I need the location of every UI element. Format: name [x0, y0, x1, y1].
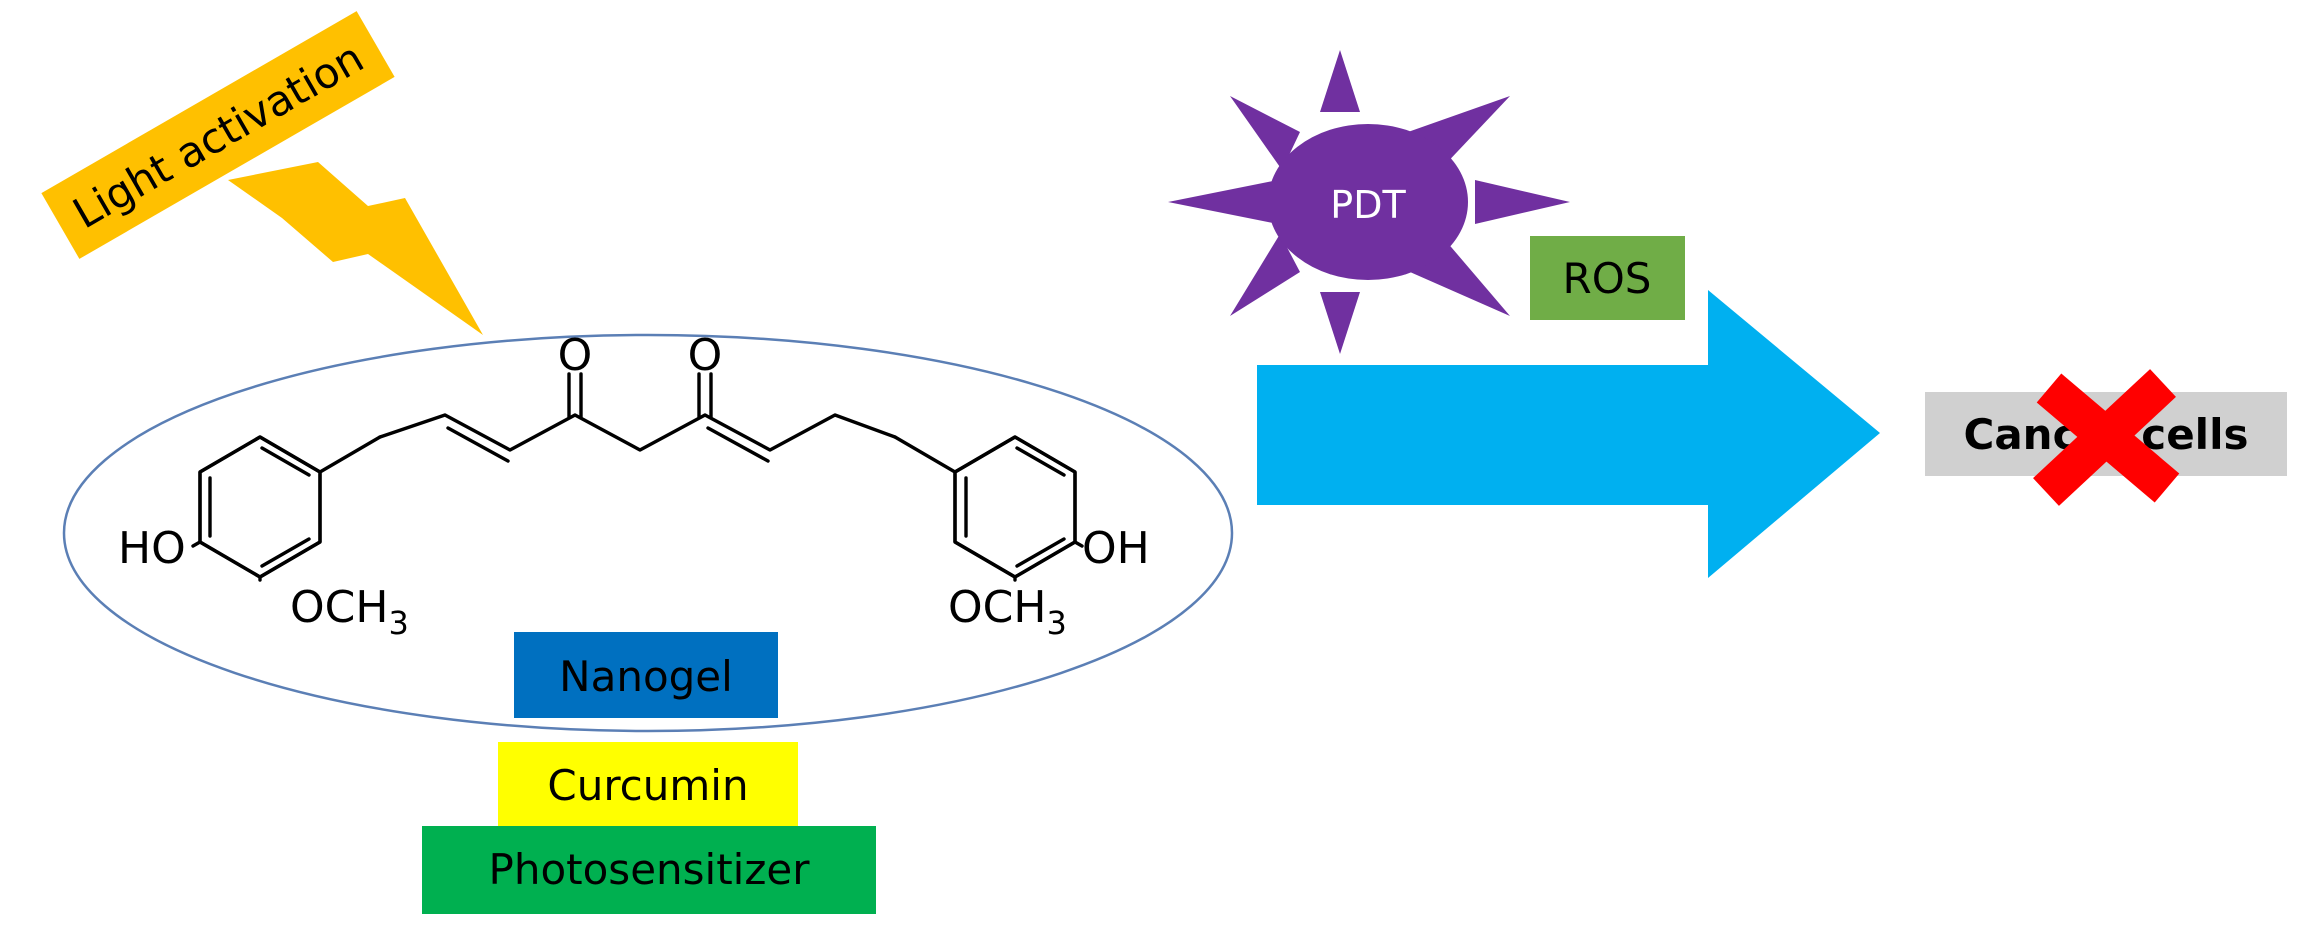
nanogel-text: Nanogel [559, 652, 733, 701]
photosensitizer-label: Photosensitizer [422, 826, 876, 914]
curcumin-box [498, 742, 798, 828]
carbonyl-oxygen-right: O [688, 330, 723, 381]
carbonyl-oxygen-left: O [558, 330, 593, 381]
curcumin-text: Curcumin [547, 761, 748, 810]
pdt-sun-icon [1168, 50, 1570, 354]
photosensitizer-text: Photosensitizer [489, 845, 811, 894]
ros-text: ROS [1563, 254, 1652, 303]
curcumin-label: Curcumin [498, 742, 798, 828]
nanogel-ellipse [62, 333, 1234, 733]
lightning-bolt-icon [228, 162, 483, 335]
hydroxyl-left-label: HO [118, 523, 186, 574]
light-activation-box [41, 11, 395, 259]
ros-label: ROS [1530, 236, 1685, 320]
nanogel-label: Nanogel [514, 632, 778, 718]
pdt-text: PDT [1330, 183, 1406, 227]
photosensitizer-box [422, 826, 876, 914]
curcumin-molecule: O O HO OH OCH3 OCH3 [118, 330, 1150, 642]
red-cross-icon [2033, 369, 2180, 506]
pdt-circle [1268, 124, 1468, 280]
ros-box [1530, 236, 1685, 320]
treatment-arrow [1257, 290, 1880, 578]
hydroxyl-right-label: OH [1082, 523, 1150, 574]
methoxy-right-label: OCH3 [948, 582, 1067, 642]
nanogel-box [514, 632, 778, 718]
methoxy-left-label: OCH3 [290, 582, 409, 642]
